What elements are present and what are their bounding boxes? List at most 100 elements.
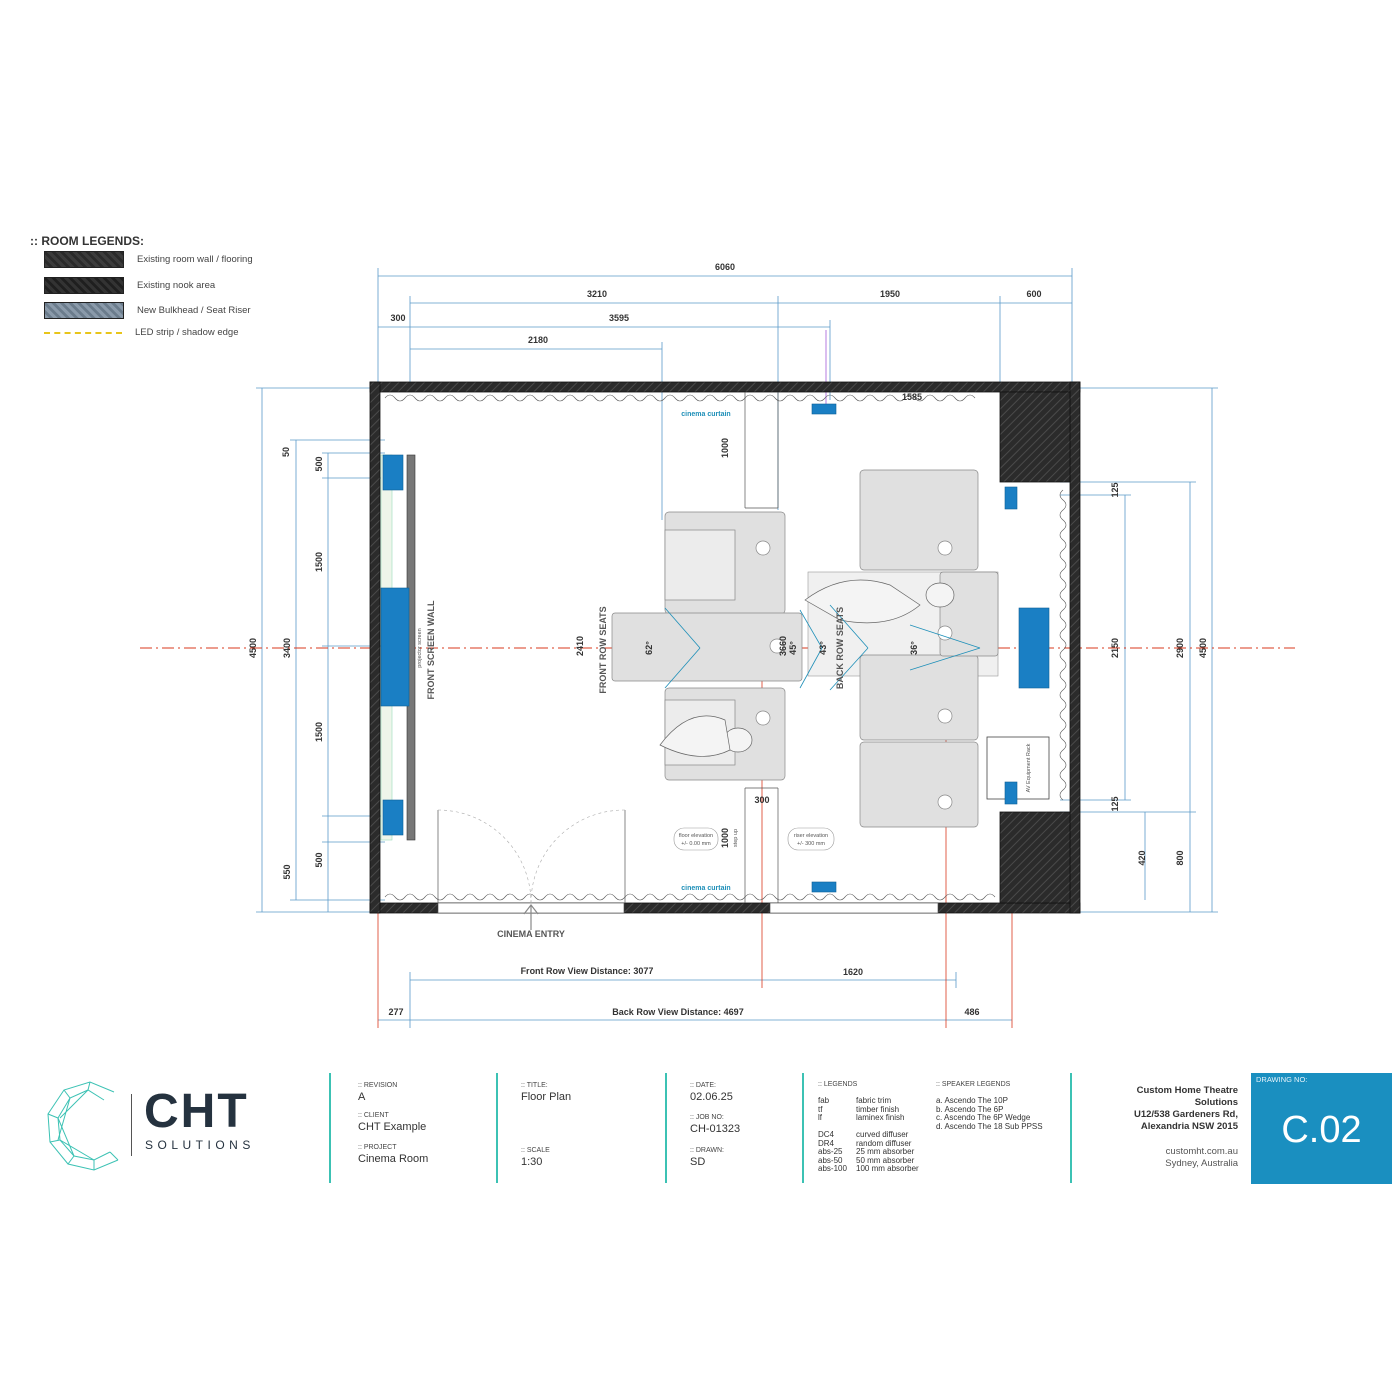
back-row-seats-label: BACK ROW SEATS: [835, 607, 845, 689]
dim-6060: 6060: [715, 262, 735, 272]
dim-left-550: 550: [282, 864, 292, 879]
title-value: Floor Plan: [521, 1091, 572, 1103]
dim-3660: 3660: [778, 636, 788, 656]
cht-brand-text: CHT: [144, 1085, 249, 1138]
floor-elevation-tag: [673, 827, 719, 851]
interior-partitions: [437, 392, 779, 903]
title-block-separator: [496, 1073, 498, 1183]
floor-elevation-text: floor elevation: [679, 833, 713, 839]
rear-speaker-bottom: [1004, 781, 1018, 805]
title-block-separator: [1070, 1073, 1072, 1183]
riser-elevation-value: +/- 300 mm: [797, 841, 825, 847]
dim-300-mid: 300: [754, 795, 769, 805]
title-block-separator: [665, 1073, 667, 1183]
rear-speaker-top: [1004, 486, 1018, 510]
legends-codes: fab tf lf DC4 DR4 abs-25 abs-50 abs-100: [818, 1096, 847, 1173]
av-rack-label: AV Equipment Rack: [1026, 743, 1032, 792]
dim-277: 277: [388, 1007, 403, 1017]
company-website[interactable]: customht.com.au: [1165, 1146, 1238, 1157]
riser-elevation-tag: [787, 827, 835, 851]
cinema-entry-label: CINEMA ENTRY: [497, 929, 565, 939]
cinema-curtain-bottom-label: cinema curtain: [681, 885, 730, 892]
step-up-label: step up: [733, 829, 739, 847]
legends-label: :: LEGENDS: [818, 1081, 858, 1088]
dim-right-800: 800: [1175, 850, 1185, 865]
legend-label: LED strip / shadow edge: [135, 327, 239, 338]
legend-item-riser: New Bulkhead / Seat Riser: [44, 302, 251, 319]
dim-left-1500-bottom: 1500: [314, 722, 324, 742]
date-label: :: DATE:: [690, 1082, 716, 1089]
left-speaker: [382, 454, 404, 491]
legend-label: Existing nook area: [137, 280, 216, 291]
dim-3210: 3210: [587, 289, 607, 299]
dim-left-1500-top: 1500: [314, 552, 324, 572]
drawn-label: :: DRAWN:: [690, 1147, 724, 1154]
company-address: Custom Home Theatre Solutions U12/538 Ga…: [1134, 1085, 1238, 1133]
cinema-curtain-top-label: cinema curtain: [681, 411, 730, 418]
right-speaker: [382, 799, 404, 836]
dim-left-4500: 4500: [248, 638, 258, 658]
dim-right-2150: 2150: [1110, 638, 1120, 658]
scale-value: 1:30: [521, 1156, 543, 1168]
dim-1585: 1585: [902, 392, 922, 402]
legend-item-led: LED strip / shadow edge: [44, 327, 239, 338]
back-row-view-distance: Back Row View Distance: 4697: [612, 1007, 743, 1017]
speaker-legends-list: a. Ascendo The 10P b. Ascendo The 6P c. …: [936, 1096, 1043, 1131]
company-name-line2: Solutions: [1194, 1097, 1238, 1108]
revision-value: A: [358, 1091, 366, 1103]
front-row-seats: [611, 511, 803, 781]
cht-logo-mark: [47, 1081, 119, 1171]
dim-1000-bottom: 1000: [720, 828, 730, 848]
title-block-separator: [329, 1073, 331, 1183]
solutions-text: SOLUTIONS: [145, 1138, 255, 1152]
dim-3595: 3595: [609, 313, 629, 323]
dim-486: 486: [964, 1007, 979, 1017]
drawing-number-label: DRAWING NO:: [1256, 1075, 1308, 1084]
company-address-line2: Alexandria NSW 2015: [1140, 1121, 1238, 1132]
company-address-line1: U12/538 Gardeners Rd,: [1133, 1109, 1238, 1120]
dim-left-3400: 3400: [282, 638, 292, 658]
dim-right-4500: 4500: [1198, 638, 1208, 658]
rear-curtain: [1059, 489, 1067, 801]
bottom-curtain: [384, 893, 996, 901]
wall-swatch: [44, 251, 124, 268]
back-row-seats: [859, 469, 999, 828]
riser-swatch: [44, 302, 124, 319]
client-label: :: CLIENT: [358, 1112, 389, 1119]
nook-swatch: [44, 277, 124, 294]
right-dimension-lines: [1060, 387, 1218, 913]
dim-left-500-top: 500: [314, 456, 324, 471]
dim-right-2900: 2900: [1175, 638, 1185, 658]
dim-right-420: 420: [1137, 850, 1147, 865]
dim-1950: 1950: [880, 289, 900, 299]
client-value: CHT Example: [358, 1121, 427, 1133]
legend-label: New Bulkhead / Seat Riser: [137, 305, 251, 316]
project-label: :: PROJECT: [358, 1144, 397, 1151]
angle-45: 45°: [788, 641, 798, 655]
title-label: :: TITLE:: [521, 1082, 548, 1089]
entry-door-swing: [437, 809, 626, 904]
side-speaker-top: [811, 403, 837, 415]
projector-screen-label: projector screen: [417, 628, 423, 667]
dim-right-125-bottom: 125: [1110, 796, 1120, 811]
speaker-legends-label: :: SPEAKER LEGENDS: [936, 1081, 1011, 1088]
date-value: 02.06.25: [690, 1091, 733, 1103]
top-curtain: [384, 394, 976, 402]
legend-title: :: ROOM LEGENDS:: [30, 234, 144, 248]
front-screen-wall: [380, 454, 416, 841]
revision-label: :: REVISION: [358, 1082, 398, 1089]
front-screen-wall-label: FRONT SCREEN WALL: [426, 600, 436, 699]
av-equipment-rack: [986, 736, 1050, 800]
angle-43: 43°: [818, 641, 828, 655]
dim-left-500-bottom: 500: [314, 852, 324, 867]
riser-elevation-text: riser elevation: [794, 833, 828, 839]
title-block-separator: [802, 1073, 804, 1183]
left-dimension-lines: [256, 387, 385, 913]
floor-plan-drawing: 6060 3210 1950 600 300 3595 2180 1585 45…: [140, 262, 1295, 1028]
company-name-line1: Custom Home Theatre: [1136, 1085, 1238, 1096]
bottom-dimension-lines: [378, 972, 1012, 1028]
seated-figures: [659, 579, 955, 757]
center-speaker: [380, 587, 410, 707]
dim-600: 600: [1026, 289, 1041, 299]
floor-elevation-value: +/- 0.00 mm: [681, 841, 711, 847]
